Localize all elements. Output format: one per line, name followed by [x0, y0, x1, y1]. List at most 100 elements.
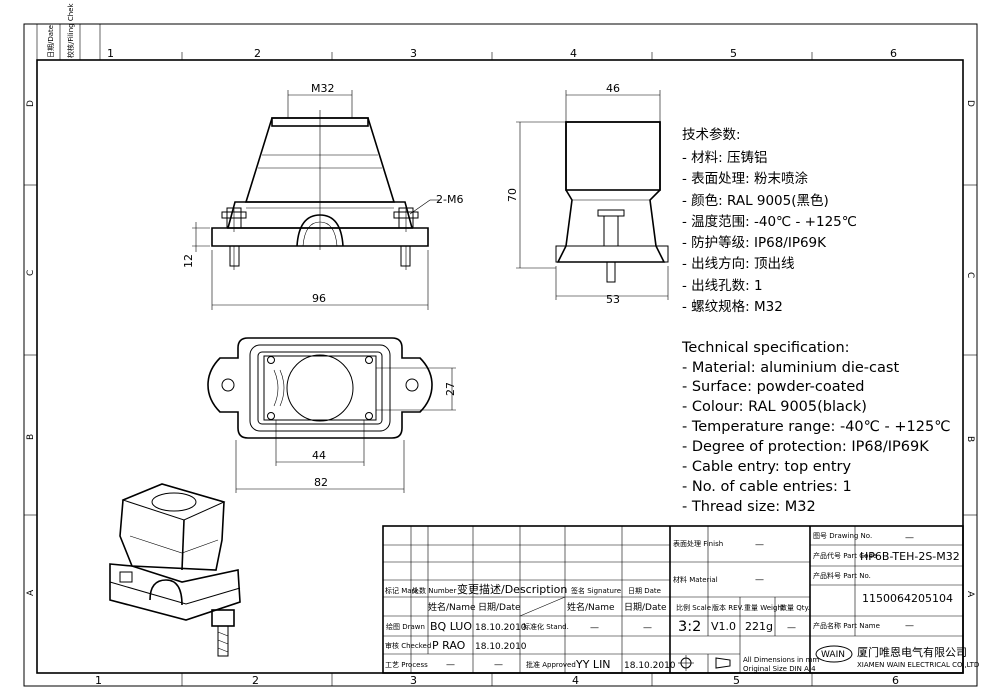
row-label-right-d: D — [965, 100, 975, 107]
tb-name-2: 姓名/Name — [567, 601, 615, 613]
top-dimensions: 27 44 82 — [235, 367, 457, 493]
tb-scale-label: 比例 Scale — [676, 603, 711, 612]
tb-dims-note: All Dimensions in mm — [743, 656, 819, 664]
tb-part-code-label: 产品代号 Part Code — [813, 551, 877, 560]
tb-company-en: XIAMEN WAIN ELECTRICAL CO.,LTD — [857, 661, 979, 669]
tb-drawn-label: 绘图 Drawn — [386, 622, 425, 631]
spec-zh-title: 技术参数: — [682, 126, 741, 143]
tb-approved-name: YY LIN — [575, 658, 611, 671]
tb-date-2: 日期/Date — [624, 602, 667, 613]
frame-ticks — [24, 52, 977, 686]
spec-en-title: Technical specification: — [681, 340, 850, 356]
wain-logo-icon — [815, 645, 853, 663]
tb-part-name-label: 产品名称 Part Name — [813, 621, 880, 630]
front-dimensions: M32 96 12 2-M6 — [182, 82, 463, 310]
tb-finish-val: — — [755, 540, 764, 550]
tb-material-val: — — [755, 575, 764, 585]
col-label-bottom-1: 1 — [95, 674, 102, 687]
dim-82: 82 — [314, 476, 328, 489]
tb-description: 变更描述/Description — [457, 582, 567, 596]
tb-finish-label: 表面处理 Finish — [673, 539, 723, 548]
col-label-top-6: 6 — [890, 47, 897, 60]
col-label-top-1: 1 — [107, 47, 114, 60]
row-label-right-a: A — [965, 591, 975, 598]
tb-rev-val: V1.0 — [711, 620, 736, 633]
tb-weight-label: 重量 Weight — [744, 604, 785, 612]
spec-en-block: Technical specification: - Material: alu… — [681, 340, 950, 515]
row-label-right-b: B — [965, 436, 975, 442]
col-label-bottom-4: 4 — [572, 674, 579, 687]
spec-zh-line-3: - 颜色: RAL 9005(黑色) — [682, 192, 829, 209]
tb-rev-label: 版本 REV. — [712, 603, 744, 612]
spec-zh-line-2: - 表面处理: 粉末喷涂 — [682, 171, 809, 187]
tb-date-header: 日期 Date — [628, 587, 661, 595]
dim-53: 53 — [606, 293, 620, 306]
tb-checked-label: 审核 Checked — [385, 641, 431, 650]
tb-process-label: 工艺 Process — [385, 661, 428, 669]
dim-27: 27 — [444, 382, 457, 396]
row-label-left-a: A — [26, 589, 36, 596]
tb-number: 处数 Number — [412, 586, 456, 595]
spec-en-line-1: - Material: aluminium die-cast — [682, 360, 899, 376]
spec-zh-line-4: - 温度范围: -40℃ - +125℃ — [682, 214, 857, 230]
row-label-left-b: B — [26, 434, 36, 440]
spec-en-line-4: - Temperature range: -40℃ - +125℃ — [682, 419, 950, 435]
spec-zh-block: 技术参数: - 材料: 压铸铝 - 表面处理: 粉末喷涂 - 颜色: RAL 9… — [682, 126, 857, 315]
spec-en-line-8: - Thread size: M32 — [682, 499, 816, 515]
tb-signature: 签名 Signature — [571, 586, 621, 595]
col-label-top-4: 4 — [570, 47, 577, 60]
tb-checked-name: P RAO — [432, 639, 466, 652]
col-label-bottom-2: 2 — [252, 674, 259, 687]
col-label-bottom-6: 6 — [892, 674, 899, 687]
spec-zh-line-8: - 螺纹规格: M32 — [682, 299, 783, 315]
row-label-left-d: D — [26, 100, 36, 107]
tb-stand-val: — — [590, 623, 599, 633]
tb-scale-val: 3:2 — [678, 619, 701, 635]
tb-drawn-name: BQ LUO — [430, 620, 472, 633]
corner-label-box: 日期/Date 校核/Filing Chek — [36, 3, 101, 60]
tb-drawing-no-label: 图号 Drawing No. — [813, 532, 872, 540]
col-label-top-3: 3 — [410, 47, 417, 60]
col-label-bottom-5: 5 — [733, 674, 740, 687]
col-label-top-2: 2 — [254, 47, 261, 60]
col-label-bottom-3: 3 — [410, 674, 417, 687]
tb-weight-val: 221g — [745, 620, 773, 633]
tb-qty-label: 数量 Qty. — [780, 603, 810, 612]
spec-zh-line-6: - 出线方向: 顶出线 — [682, 256, 795, 272]
tb-material-label: 材料 Material — [673, 575, 718, 584]
row-label-right-c: C — [965, 272, 975, 278]
dim-2-m6: 2-M6 — [436, 193, 463, 206]
tb-approved-label: 批准 Approved — [526, 660, 576, 669]
tb-process-val1: — — [446, 660, 455, 670]
corner-date-label: 日期/Date — [47, 25, 55, 58]
dim-44: 44 — [312, 449, 326, 462]
tb-mark: 标记 Mark — [385, 586, 419, 595]
dim-12: 12 — [182, 254, 195, 268]
col-label-top-5: 5 — [730, 47, 737, 60]
spec-en-line-2: - Surface: powder-coated — [682, 379, 864, 395]
side-dimensions: 46 70 53 — [506, 82, 669, 306]
dim-m32: M32 — [311, 82, 335, 95]
spec-zh-line-1: - 材料: 压铸铝 — [682, 150, 768, 166]
tb-stand-val2: — — [643, 623, 652, 633]
tb-drawn-date: 18.10.2010 — [475, 623, 527, 633]
tb-part-name-val: — — [905, 621, 914, 631]
tb-qty-val: — — [787, 623, 796, 633]
tb-date-1: 日期/Date — [478, 602, 521, 613]
dim-46: 46 — [606, 82, 620, 95]
tb-part-no-val: 1150064205104 — [862, 592, 953, 605]
tb-part-no-label: 产品料号 Part No. — [813, 571, 871, 580]
isometric-view — [109, 483, 241, 657]
tb-part-code-val: HP6B-TEH-2S-M32 — [860, 550, 960, 563]
spec-zh-line-5: - 防护等级: IP68/IP69K — [682, 234, 827, 251]
dim-70: 70 — [506, 188, 519, 202]
tb-checked-date: 18.10.2010 — [475, 642, 527, 652]
tb-name-1: 姓名/Name — [428, 601, 476, 613]
spec-en-line-3: - Colour: RAL 9005(black) — [682, 399, 867, 415]
spec-zh-line-7: - 出线孔数: 1 — [682, 278, 763, 294]
tb-stand-label: 标准化 Stand. — [523, 622, 569, 631]
tb-process-val2: — — [494, 660, 503, 670]
spec-en-line-6: - Cable entry: top entry — [682, 459, 852, 475]
row-label-left-c: C — [26, 270, 36, 276]
